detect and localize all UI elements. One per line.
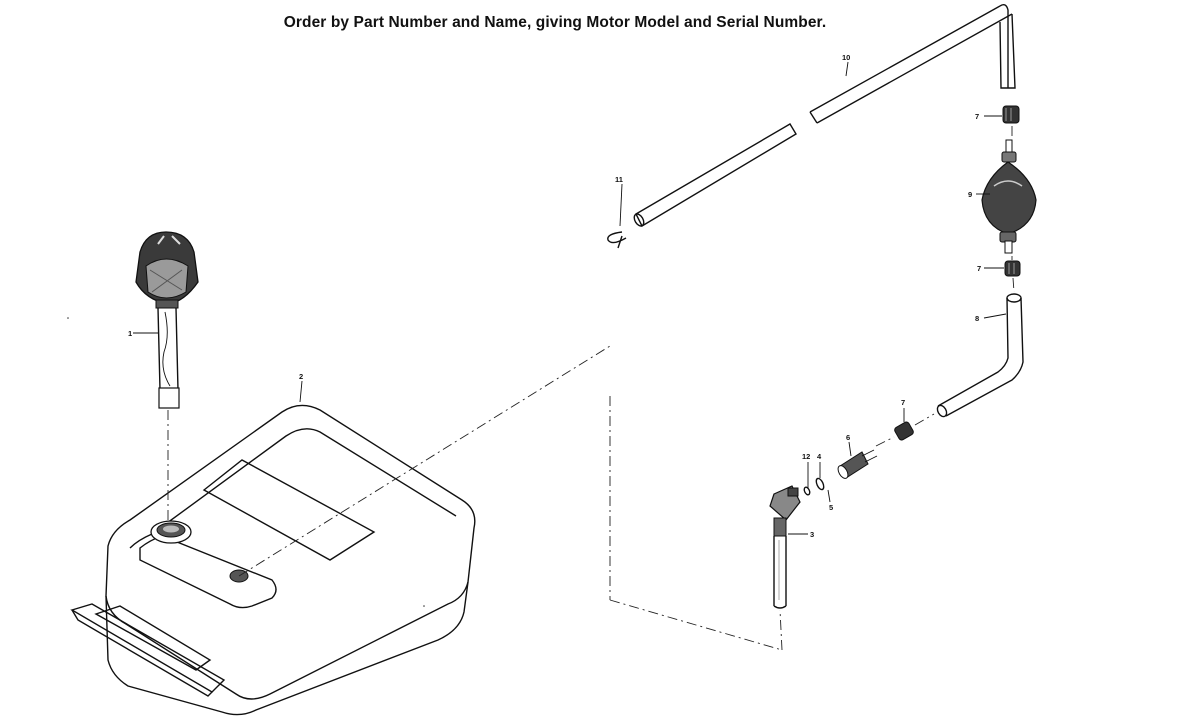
callout-7-lower: 7 [901, 398, 905, 407]
callout-7-top: 7 [975, 112, 979, 121]
callout-12: 12 [802, 452, 810, 461]
alignment-lines [167, 126, 1015, 651]
callout-1: 1 [128, 329, 132, 338]
callout-10: 10 [842, 53, 850, 62]
callout-6: 6 [846, 433, 850, 442]
callout-3: 3 [810, 530, 814, 539]
primer-bulb [981, 139, 1037, 254]
bent-fuel-hose [936, 293, 1024, 418]
o-ring-seals [803, 477, 825, 496]
page-title: Order by Part Number and Name, giving Mo… [283, 14, 827, 31]
fuel-tank [70, 404, 476, 716]
callout-8: 8 [975, 314, 979, 323]
callout-5: 5 [829, 503, 833, 512]
callout-labels: 1 2 3 4 5 6 7 7 7 8 9 10 11 12 [128, 53, 981, 539]
hose-clamp [607, 231, 627, 249]
hose-clamp-lower [894, 421, 914, 441]
fuel-pickup-fitting [769, 485, 801, 609]
hose-clamp-middle [1004, 260, 1021, 277]
callout-9: 9 [968, 190, 972, 199]
callout-11: 11 [615, 175, 623, 184]
tank-connector [837, 449, 878, 479]
fuel-line-hose [633, 3, 1016, 227]
leader-lines [133, 61, 1007, 535]
hose-clamp-top [1002, 105, 1020, 124]
fuel-gauge [135, 231, 199, 409]
callout-4: 4 [817, 452, 822, 461]
scan-specks [67, 317, 425, 607]
callout-2: 2 [299, 372, 303, 381]
callout-7-middle: 7 [977, 264, 981, 273]
